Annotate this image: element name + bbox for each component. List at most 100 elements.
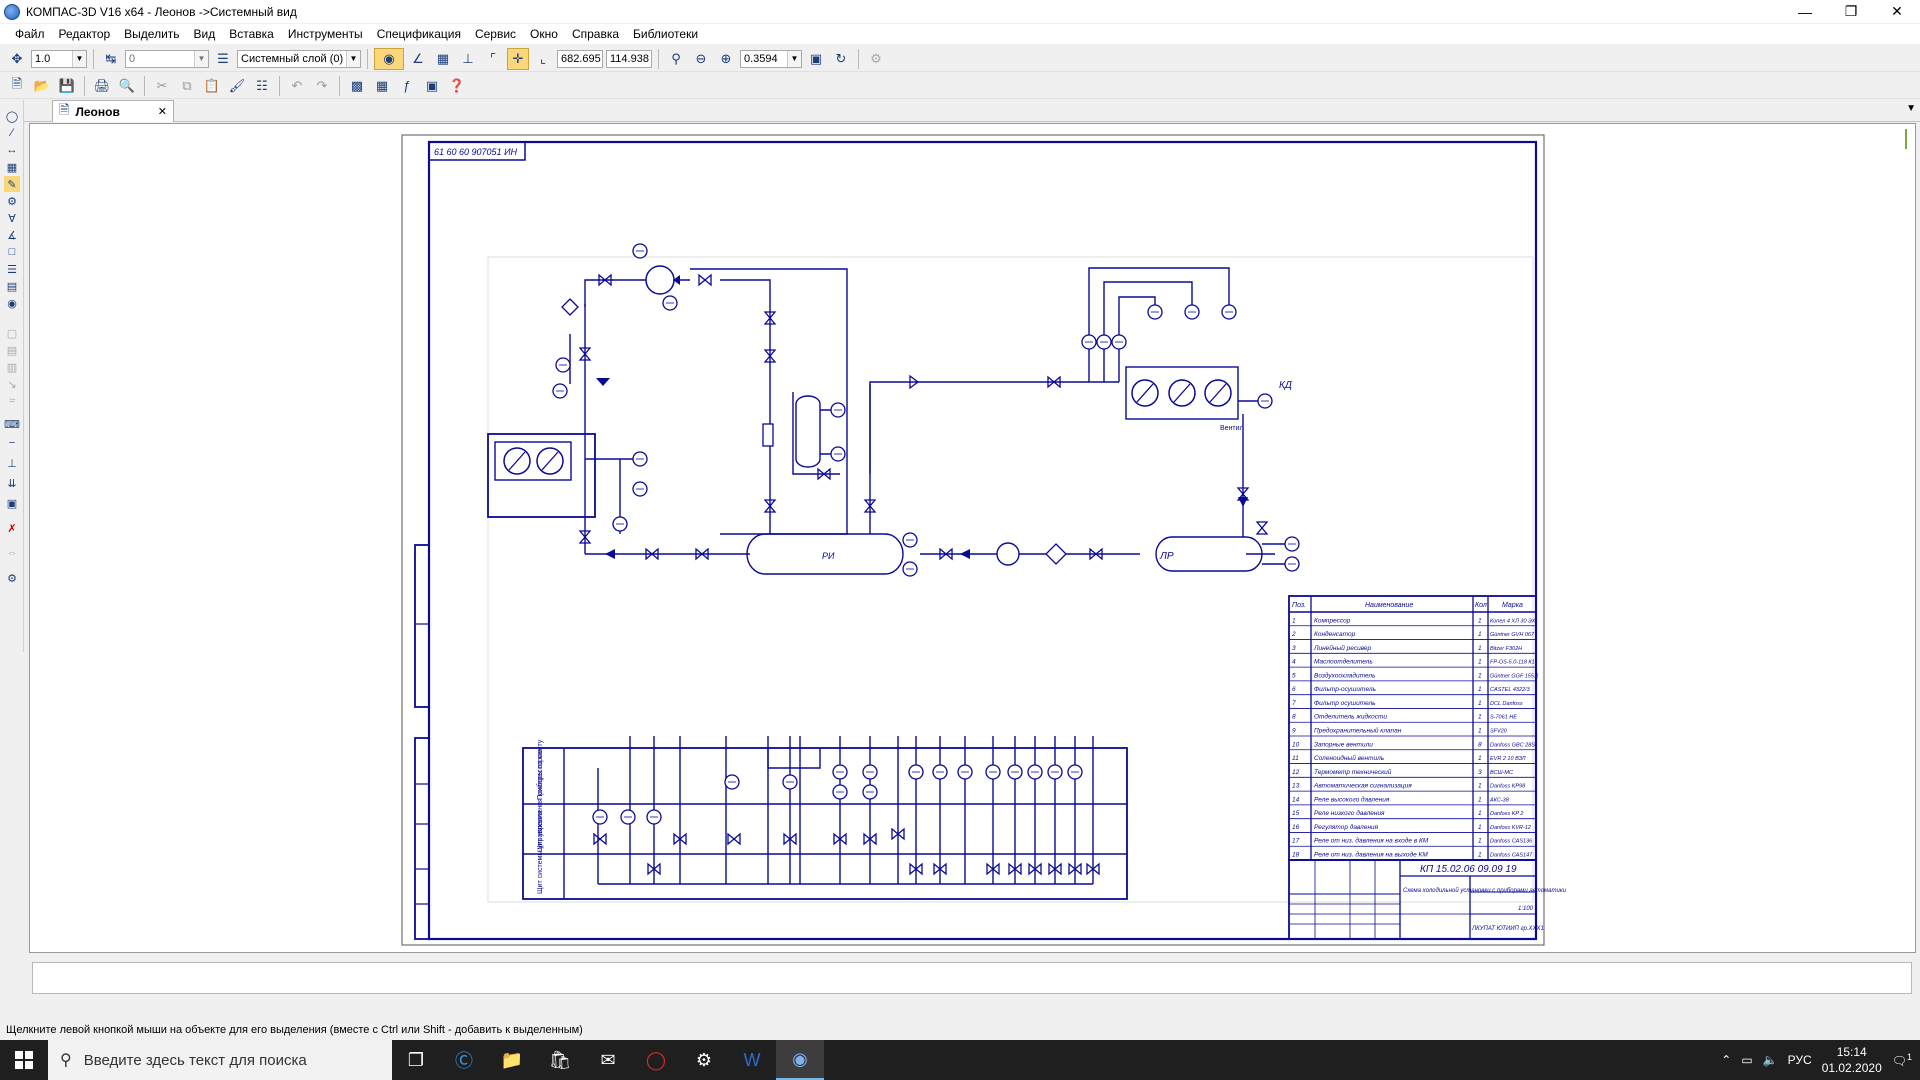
store-icon[interactable]: 🛍 bbox=[548, 1049, 572, 1070]
restore-button[interactable]: ❐ bbox=[1844, 3, 1858, 19]
close-window-button[interactable]: ✕ bbox=[1891, 3, 1903, 19]
scale-combo[interactable]: 1.0 ▼ bbox=[31, 49, 87, 68]
step-icon[interactable]: ↹ bbox=[105, 50, 117, 66]
edge-icon[interactable]: Ⓒ bbox=[455, 1051, 473, 1071]
show-all-icon[interactable]: ▣ bbox=[809, 50, 823, 66]
spec-icon[interactable]: ☰ bbox=[7, 263, 17, 276]
menu-editor[interactable]: Редактор bbox=[58, 27, 111, 41]
preview-icon[interactable]: 🔍 bbox=[118, 77, 136, 93]
taskbar-search[interactable]: ⚲ Введите здесь текст для поиска bbox=[48, 1040, 392, 1080]
file-explorer-icon[interactable]: 📁 bbox=[500, 1049, 524, 1070]
library-manager-icon[interactable]: ▦ bbox=[375, 77, 389, 93]
copy-icon[interactable]: ⧉ bbox=[182, 77, 192, 93]
menu-view[interactable]: Вид bbox=[193, 27, 216, 41]
menu-tools[interactable]: Инструменты bbox=[287, 27, 363, 41]
cut-icon[interactable]: ✂ bbox=[156, 77, 168, 93]
refresh-icon[interactable]: ↻ bbox=[835, 50, 847, 66]
style-color-button[interactable]: ◉ bbox=[374, 47, 404, 70]
view-arrow-icon[interactable]: ↘ bbox=[7, 378, 17, 391]
variables-icon[interactable]: ƒ bbox=[403, 78, 411, 93]
symmetry-icon[interactable]: ⇔ bbox=[6, 547, 18, 559]
zoom-combo[interactable]: 0.3594 ▼ bbox=[740, 49, 802, 68]
chevron-down-icon[interactable]: ▼ bbox=[346, 50, 360, 67]
calculator-icon[interactable]: ▣ bbox=[425, 77, 439, 93]
line-icon[interactable]: ∕ bbox=[11, 127, 13, 139]
ortho-icon[interactable]: ⌜ bbox=[489, 50, 497, 66]
menu-service[interactable]: Сервис bbox=[474, 27, 517, 41]
language-indicator[interactable]: РУС bbox=[1787, 1053, 1812, 1067]
layer-combo[interactable]: Системный слой (0) ▼ bbox=[237, 49, 361, 68]
tab-list-chevron-icon[interactable]: ▼ bbox=[1906, 103, 1916, 114]
chevron-down-icon[interactable]: ▼ bbox=[194, 50, 208, 67]
local-cs-icon[interactable]: ⊥ bbox=[462, 50, 474, 66]
kompas-taskbar-icon[interactable]: ◉ bbox=[776, 1040, 824, 1080]
drawing-sheet[interactable]: 61 60 60 907051 ИН bbox=[30, 124, 1915, 952]
open-folder-icon[interactable]: 📂 bbox=[33, 77, 51, 93]
chevron-down-icon[interactable]: ▼ bbox=[72, 50, 86, 67]
view-settings-icon[interactable]: ⚙ bbox=[870, 50, 882, 66]
redo-icon[interactable]: ↷ bbox=[316, 77, 328, 93]
zoom-out-icon[interactable]: ⊖ bbox=[695, 50, 707, 66]
view-section-icon[interactable]: ▥ bbox=[6, 361, 18, 374]
delete-icon[interactable]: ✗ bbox=[7, 522, 17, 535]
mail-icon[interactable]: ✉ bbox=[600, 1049, 616, 1070]
coord-y-field[interactable]: 114.938 bbox=[606, 49, 652, 68]
step-combo[interactable]: 0 ▼ bbox=[125, 49, 209, 68]
paste-icon[interactable]: 📋 bbox=[203, 77, 221, 93]
new-document-icon[interactable]: 🗎 bbox=[11, 75, 23, 91]
print-icon[interactable]: 🖨 bbox=[93, 77, 111, 93]
menu-libraries[interactable]: Библиотеки bbox=[633, 27, 699, 41]
menu-help[interactable]: Справка bbox=[571, 27, 620, 41]
game-icon[interactable]: ⚙ bbox=[695, 1049, 713, 1070]
designations-icon[interactable]: ✎ bbox=[4, 176, 20, 192]
chevron-down-icon[interactable]: ▼ bbox=[787, 50, 801, 67]
grid-icon[interactable]: ▦ bbox=[436, 50, 450, 66]
zoom-in-icon[interactable]: ⊕ bbox=[720, 50, 732, 66]
hatch-icon[interactable]: ▦ bbox=[6, 161, 18, 174]
word-icon[interactable]: W bbox=[743, 1049, 761, 1070]
snap-angle-icon[interactable]: ∠ bbox=[412, 50, 424, 66]
properties-icon[interactable]: ☷ bbox=[256, 77, 268, 93]
tab-leonov[interactable]: 🗎 Леонов ✕ bbox=[52, 100, 174, 122]
close-tab-icon[interactable]: ✕ bbox=[157, 106, 167, 118]
start-button[interactable] bbox=[0, 1040, 48, 1080]
snap-toggle-button[interactable]: ✛ bbox=[507, 47, 529, 70]
menu-file[interactable]: Файл bbox=[15, 27, 45, 41]
property-panel[interactable] bbox=[32, 962, 1912, 994]
coord-x-field[interactable]: 682.695 bbox=[557, 49, 603, 68]
edit-icon[interactable]: ⚙ bbox=[7, 195, 17, 208]
menu-window[interactable]: Окно bbox=[530, 27, 558, 41]
notifications-icon[interactable]: 🗨1 bbox=[1891, 1052, 1912, 1068]
layers-icon[interactable]: ☰ bbox=[217, 50, 229, 66]
dimension-icon[interactable]: ↔ bbox=[6, 144, 18, 156]
opera-icon[interactable]: ◯ bbox=[645, 1049, 667, 1070]
break-line-icon[interactable]: − bbox=[8, 437, 16, 449]
view-break-icon[interactable]: ≈ bbox=[8, 395, 16, 407]
clock[interactable]: 15:14 01.02.2020 bbox=[1822, 1044, 1882, 1076]
collapse-panel-icon[interactable]: ⚙ bbox=[7, 572, 17, 585]
chevron-up-icon[interactable]: ⌃ bbox=[1721, 1053, 1732, 1067]
insert-icon[interactable]: ◉ bbox=[7, 297, 17, 310]
volume-icon[interactable]: 🔈 bbox=[1762, 1053, 1778, 1067]
task-view-icon[interactable]: ❐ bbox=[407, 1049, 425, 1070]
format-brush-icon[interactable]: 🖌 bbox=[228, 77, 246, 93]
undo-icon[interactable]: ↶ bbox=[291, 77, 303, 93]
parametrization-icon[interactable]: ∀ bbox=[8, 212, 16, 225]
minimize-button[interactable]: — bbox=[1798, 3, 1812, 20]
macro-icon[interactable]: ⌨ bbox=[4, 418, 20, 431]
select-icon[interactable]: □ bbox=[8, 246, 16, 258]
section-line-icon[interactable]: ⇊ bbox=[7, 477, 17, 490]
scale-icon[interactable]: ✥ bbox=[11, 50, 23, 66]
geometry-icon[interactable]: ◯ bbox=[5, 110, 19, 123]
menu-specification[interactable]: Спецификация bbox=[376, 27, 461, 41]
menu-insert[interactable]: Вставка bbox=[229, 27, 274, 41]
network-icon[interactable]: ▭ bbox=[1741, 1053, 1753, 1067]
axis-icon[interactable]: ⊥ bbox=[7, 457, 17, 470]
fragment-icon[interactable]: ▣ bbox=[6, 497, 18, 510]
help-icon[interactable]: ❓ bbox=[448, 77, 466, 93]
measure-icon[interactable]: ∡ bbox=[7, 229, 17, 242]
view-local-icon[interactable]: ▤ bbox=[6, 344, 18, 357]
manager-icon[interactable]: ▩ bbox=[350, 77, 364, 93]
reports-icon[interactable]: ▤ bbox=[6, 280, 18, 293]
drawing-workspace[interactable]: 61 60 60 907051 ИН bbox=[29, 123, 1916, 953]
